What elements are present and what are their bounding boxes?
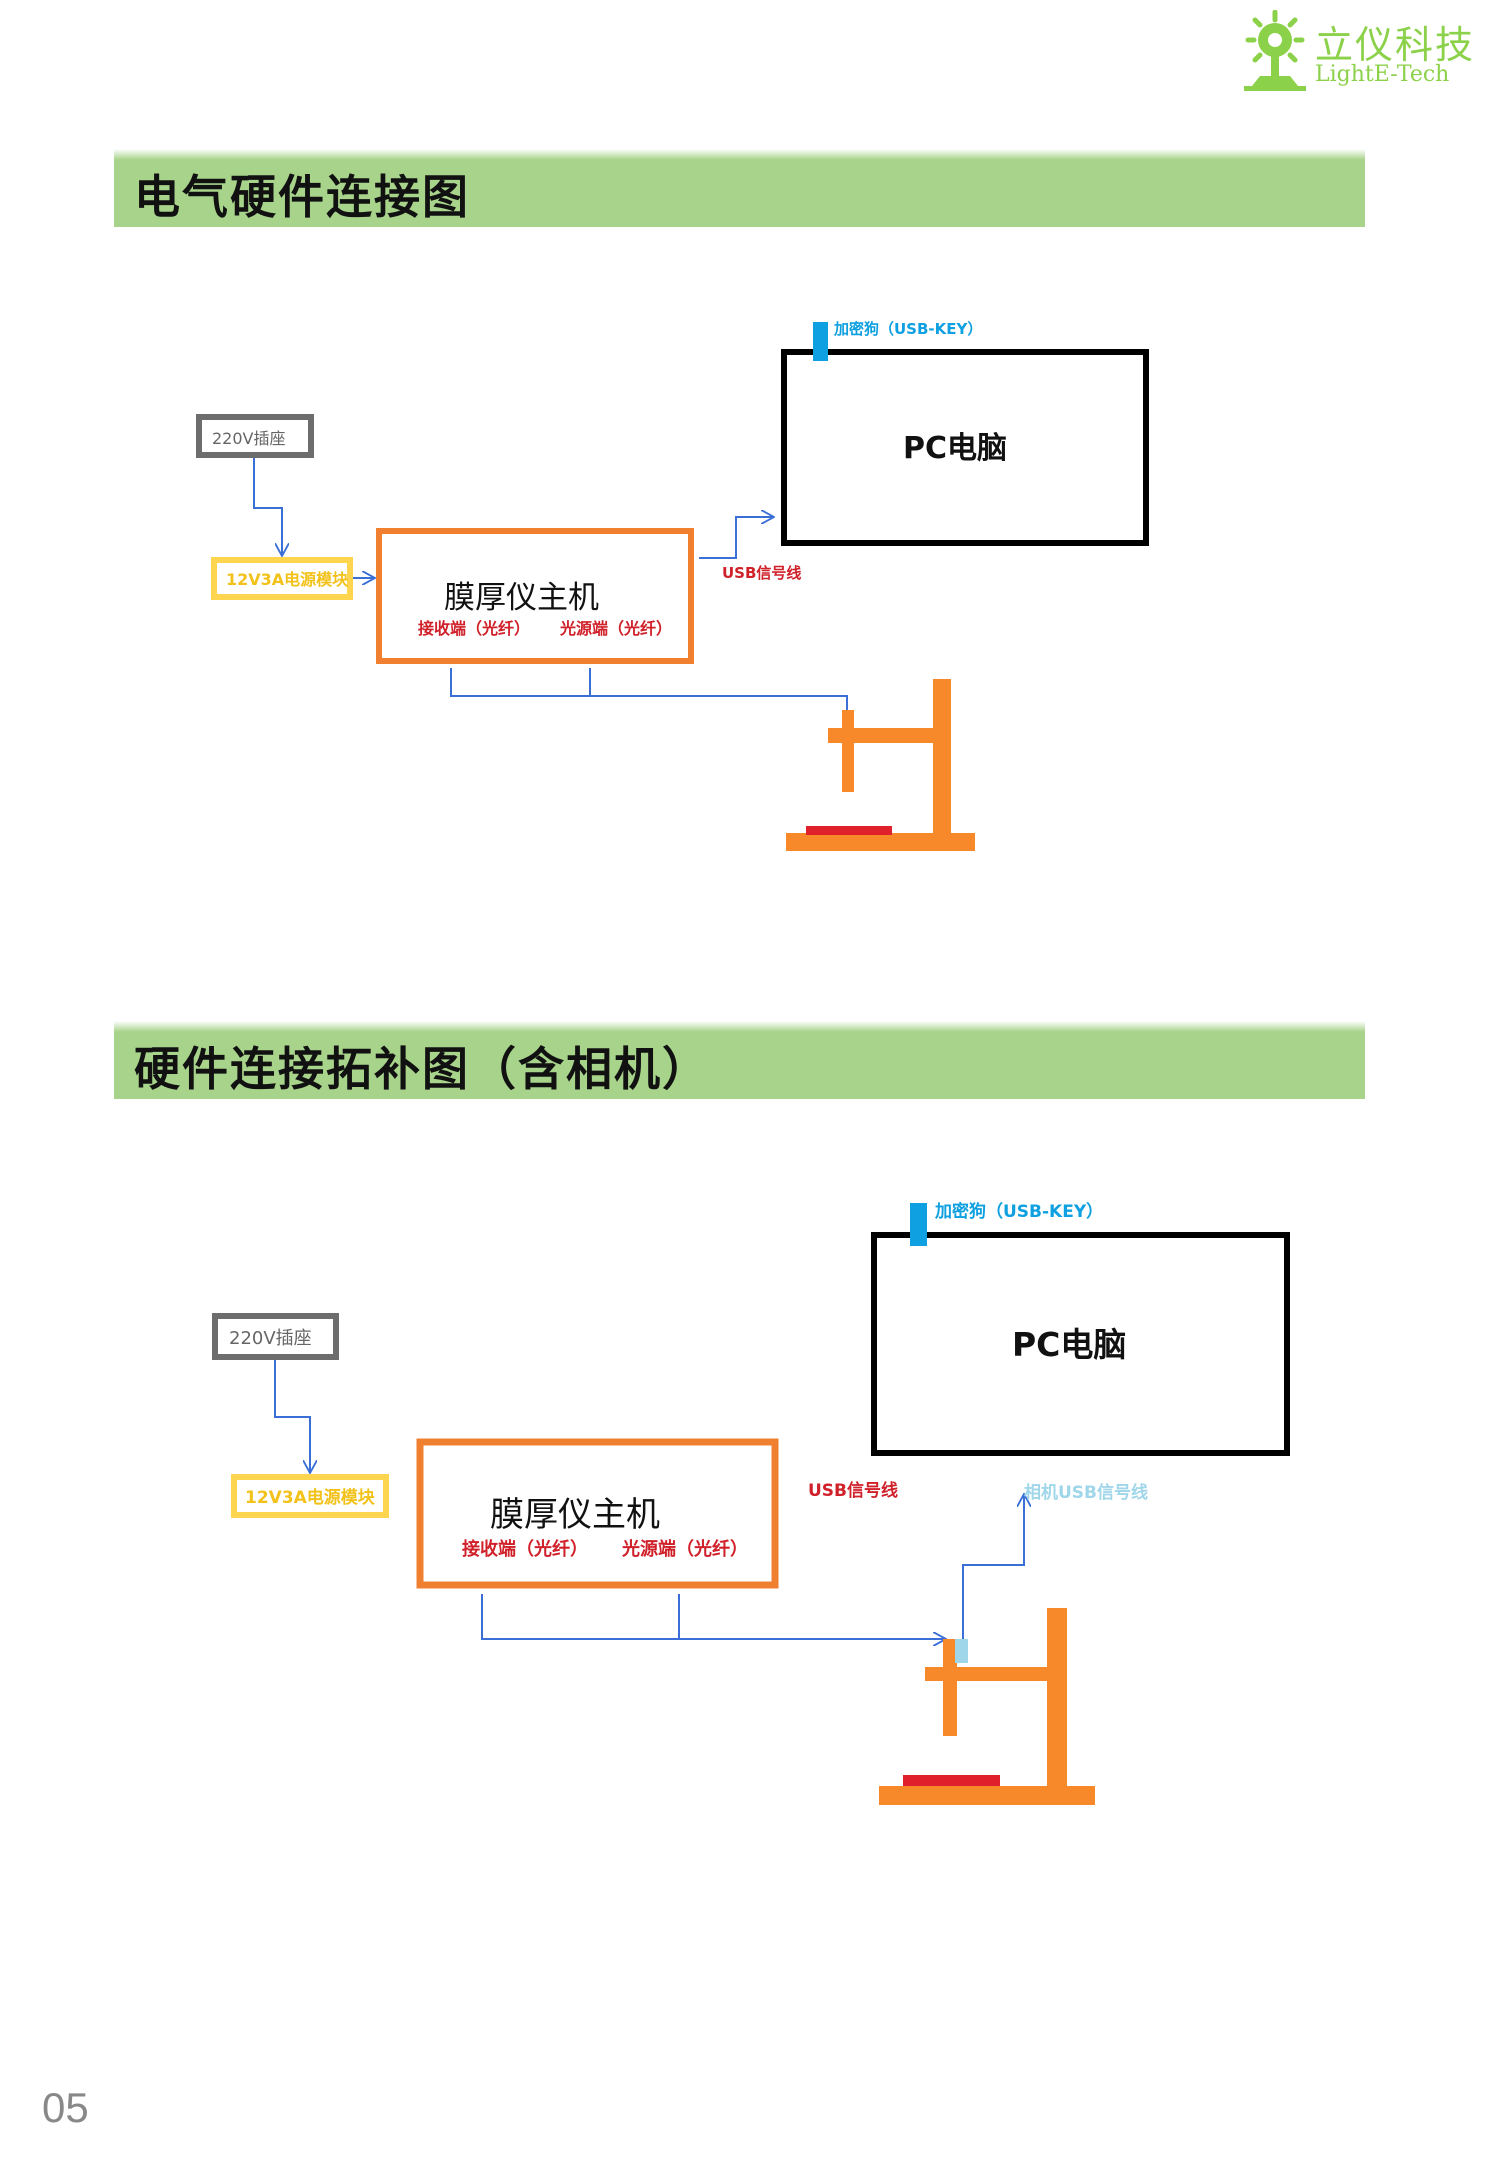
usb-key-icon: [813, 322, 828, 361]
usb-line-label: USB信号线: [808, 1480, 898, 1501]
connection-lines: [274, 1360, 1024, 1639]
section-header-1: 电气硬件连接图: [114, 149, 1365, 227]
source-label: 光源端（光纤）: [559, 619, 672, 638]
socket-label: 220V插座: [229, 1328, 312, 1349]
diagram-2: 220V插座 12V3A电源模块 膜厚仪主机 接收端（光纤） 光源端（光纤） U…: [212, 1201, 1290, 1805]
page-number: 05: [42, 2084, 89, 2131]
usb-key-label: 加密狗（USB-KEY）: [934, 1201, 1103, 1222]
power-module-box: [231, 1474, 389, 1518]
section-title: 电气硬件连接图: [134, 170, 470, 224]
logo-text-cn: 立仪科技: [1315, 23, 1476, 67]
usb-key-label: 加密狗（USB-KEY）: [833, 320, 982, 338]
camera-icon: [955, 1639, 968, 1663]
host-box: [416, 1438, 779, 1589]
diagram-1: 220V插座 12V3A电源模块 膜厚仪主机 接收端（光纤） 光源端（光纤） U…: [196, 320, 1149, 851]
socket-box: [212, 1313, 339, 1360]
usb-key-icon: [910, 1203, 927, 1246]
camera-usb-line-label: 相机USB信号线: [1024, 1482, 1148, 1503]
logo-text-en: LightE-Tech: [1315, 62, 1450, 87]
sun-logo-icon: [1244, 10, 1306, 91]
host-box: [376, 528, 694, 664]
section-title: 硬件连接拓补图（含相机）: [134, 1042, 710, 1096]
power-module-box: [211, 557, 353, 600]
pc-label: PC电脑: [903, 431, 1007, 466]
power-module-label: 12V3A电源模块: [245, 1487, 376, 1508]
socket-box: [196, 414, 314, 458]
power-module-label: 12V3A电源模块: [226, 570, 349, 589]
measurement-stand-icon: [879, 1608, 1095, 1805]
host-label: 膜厚仪主机: [490, 1495, 660, 1535]
usb-line-label: USB信号线: [722, 564, 801, 582]
source-label: 光源端（光纤）: [621, 1538, 748, 1560]
section-header-2: 硬件连接拓补图（含相机）: [114, 1021, 1365, 1099]
pc-box: [871, 1232, 1290, 1456]
sample-icon: [903, 1775, 1000, 1786]
company-logo: 立仪科技 LightE-Tech: [1240, 10, 1480, 92]
connection-lines: [253, 458, 848, 712]
socket-label: 220V插座: [212, 429, 286, 448]
host-label: 膜厚仪主机: [444, 580, 599, 616]
pc-label: PC电脑: [1012, 1325, 1126, 1364]
sample-icon: [806, 826, 892, 835]
receiver-label: 接收端（光纤）: [418, 619, 530, 638]
measurement-stand-icon: [786, 679, 975, 851]
pc-box: [781, 349, 1149, 546]
receiver-label: 接收端（光纤）: [462, 1538, 588, 1560]
